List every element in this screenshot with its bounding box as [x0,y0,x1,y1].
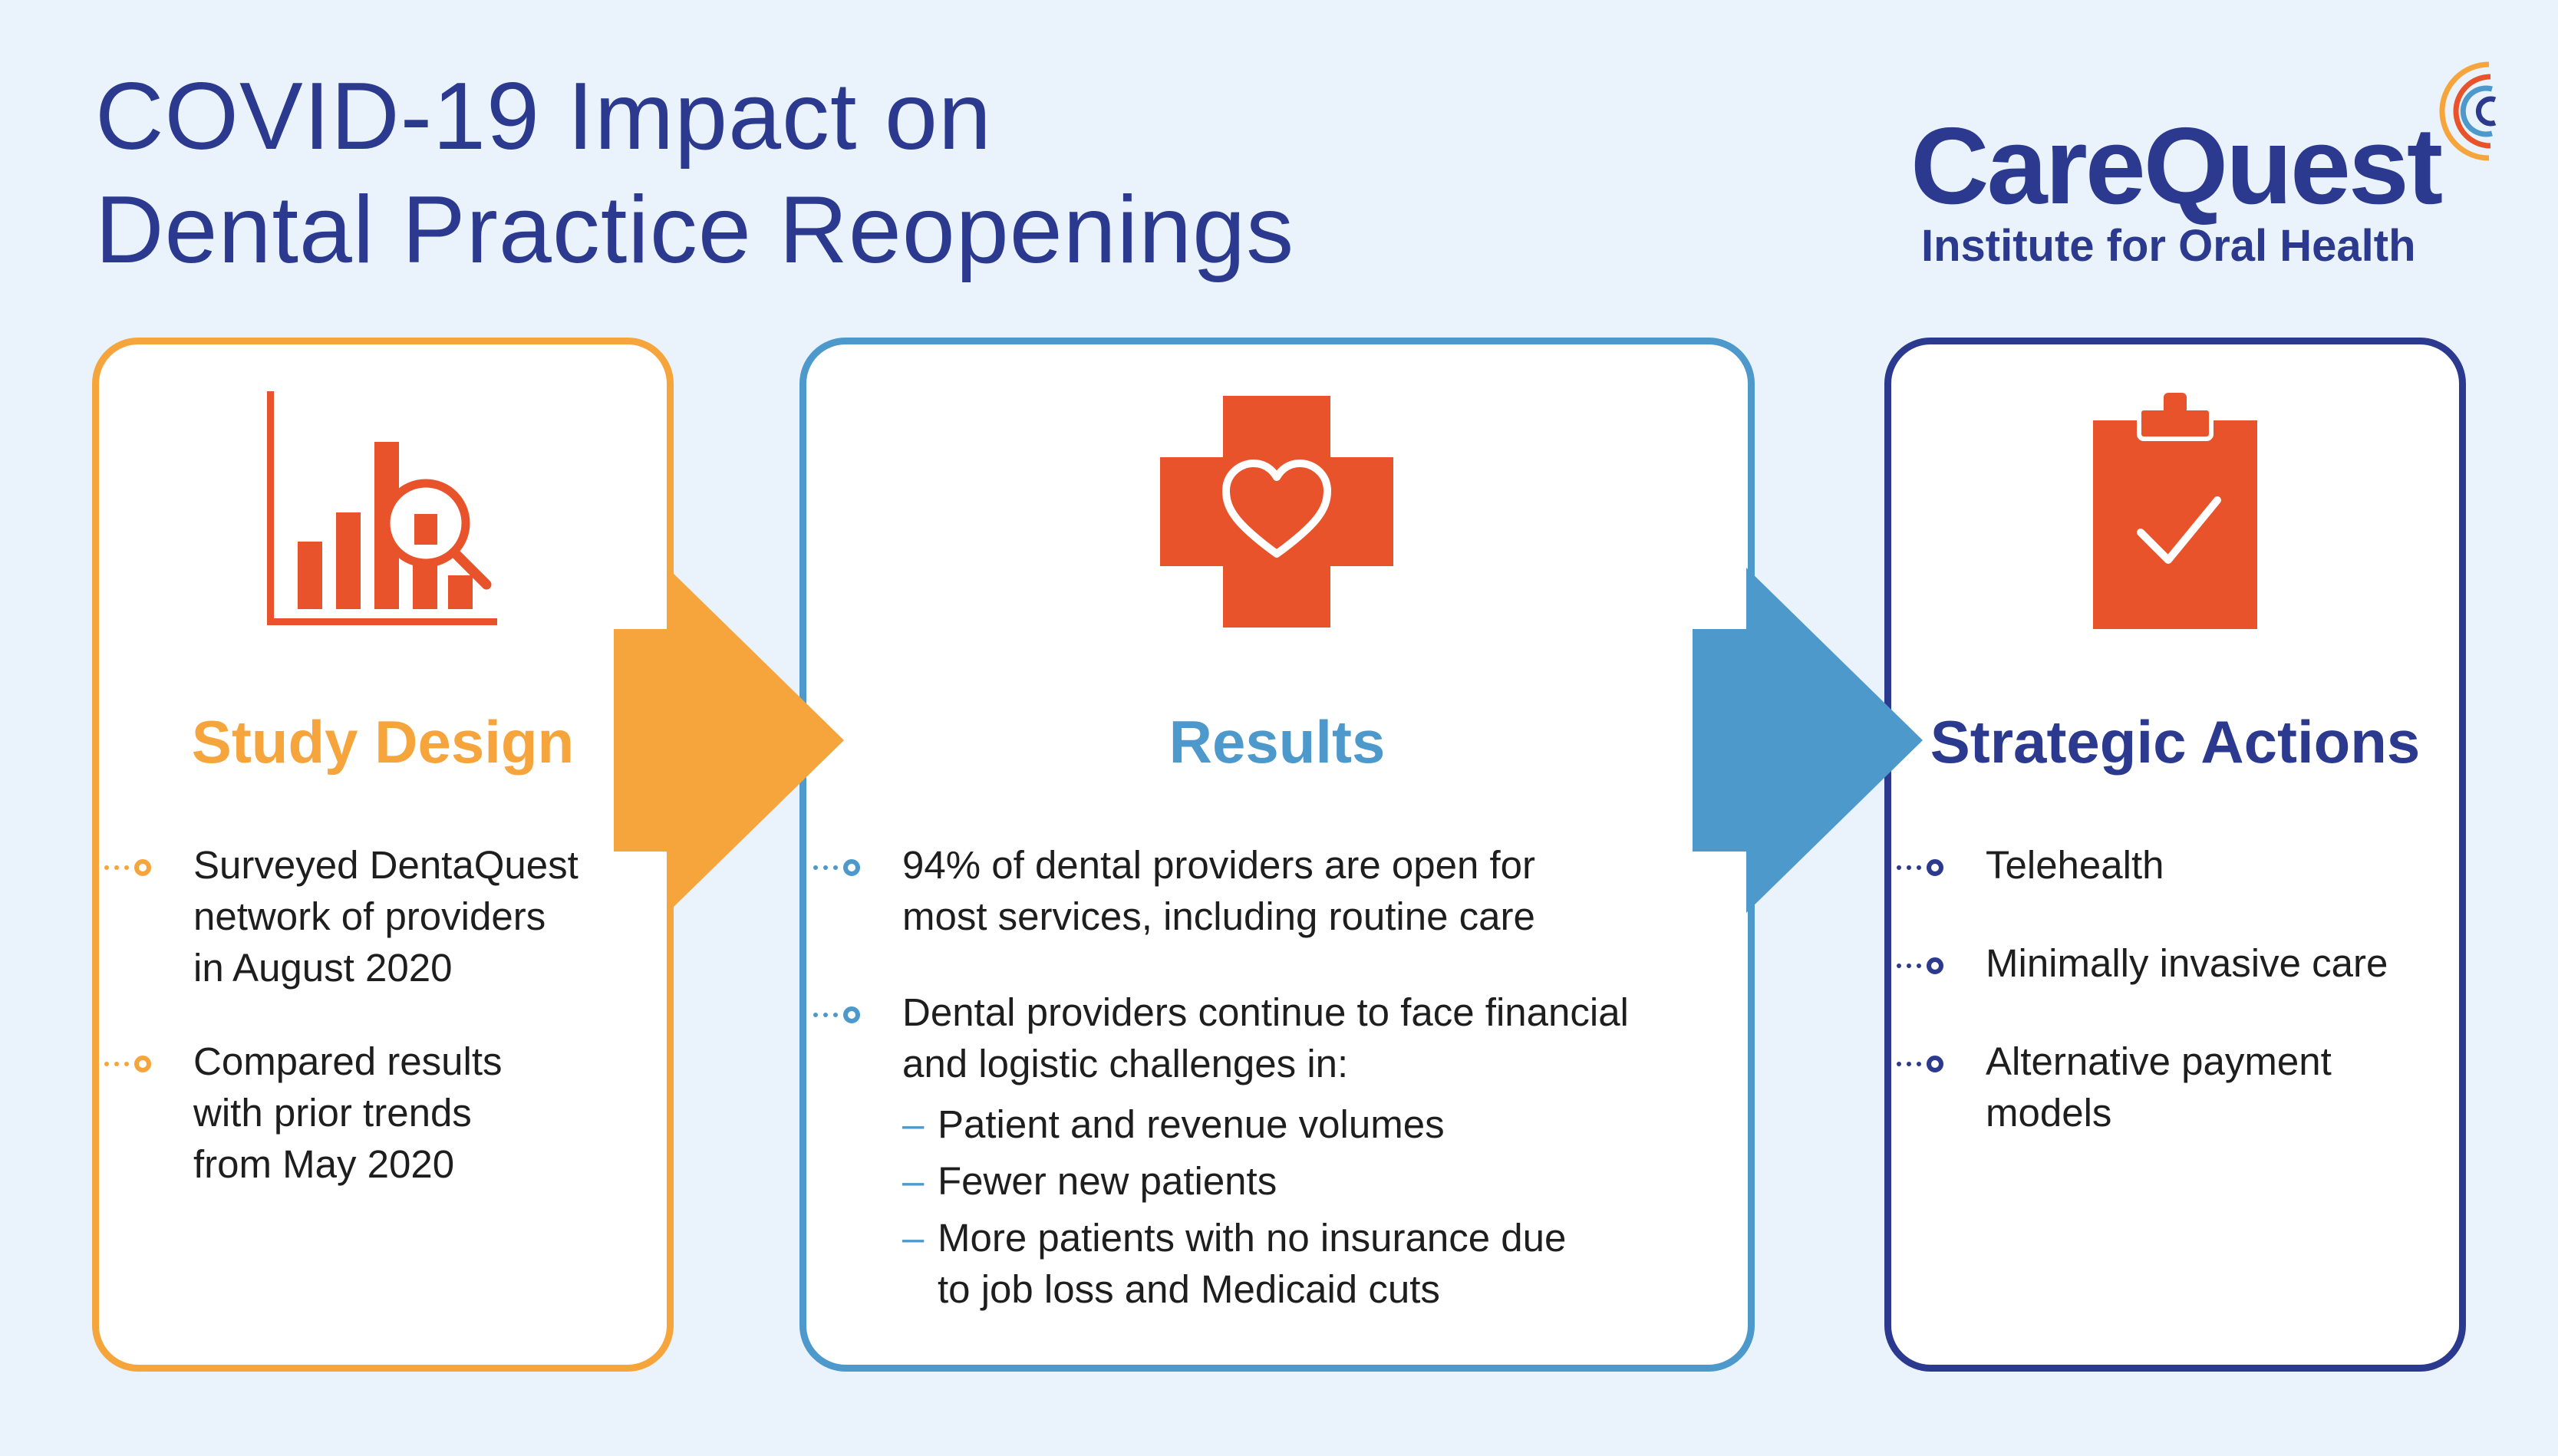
bar-chart-magnifier-icon [267,391,497,625]
title-line-2: Dental Practice Reopenings [95,177,1295,283]
clipboard-check-icon [2093,393,2257,629]
arrow-right-icon [614,568,844,913]
bullet-icon [1897,957,1943,974]
study-design-heading: Study Design [191,708,575,776]
list-item: Minimally invasive care [1986,941,2388,985]
dash-icon: – [902,1102,925,1146]
results-heading: Results [1169,708,1386,776]
list-item: Compared results with prior trends from … [193,1039,503,1186]
logo-name: CareQuest [1910,105,2443,227]
medical-cross-heart-icon [1160,396,1393,628]
dash-icon: – [902,1216,925,1260]
bullet-icon [1897,1056,1943,1072]
list-item: Alternative payment models [1986,1039,2332,1135]
strategic-actions-heading: Strategic Actions [1930,708,2421,776]
bullet-icon [104,1056,151,1072]
title-line-1: COVID-19 Impact on [95,64,992,170]
list-item: 94% of dental providers are open for mos… [902,843,1536,938]
bullet-icon [813,859,860,876]
bullet-icon [813,1006,860,1023]
logo-subtitle: Institute for Oral Health [1921,221,2416,271]
arrow-right-icon [1693,568,1923,913]
carequest-logo: CareQuest Institute for Oral Health [1910,54,2509,284]
logo-arcs-icon [2439,61,2497,161]
page-title: COVID-19 Impact on Dental Practice Reope… [95,60,1294,287]
list-item: Telehealth [1986,843,2164,887]
dash-icon: – [902,1159,925,1203]
bullet-icon [104,859,151,876]
list-item: Surveyed DentaQuest network of providers… [193,843,579,990]
bullet-icon [1897,859,1943,876]
list-item: Dental providers continue to face financ… [902,990,1629,1085]
